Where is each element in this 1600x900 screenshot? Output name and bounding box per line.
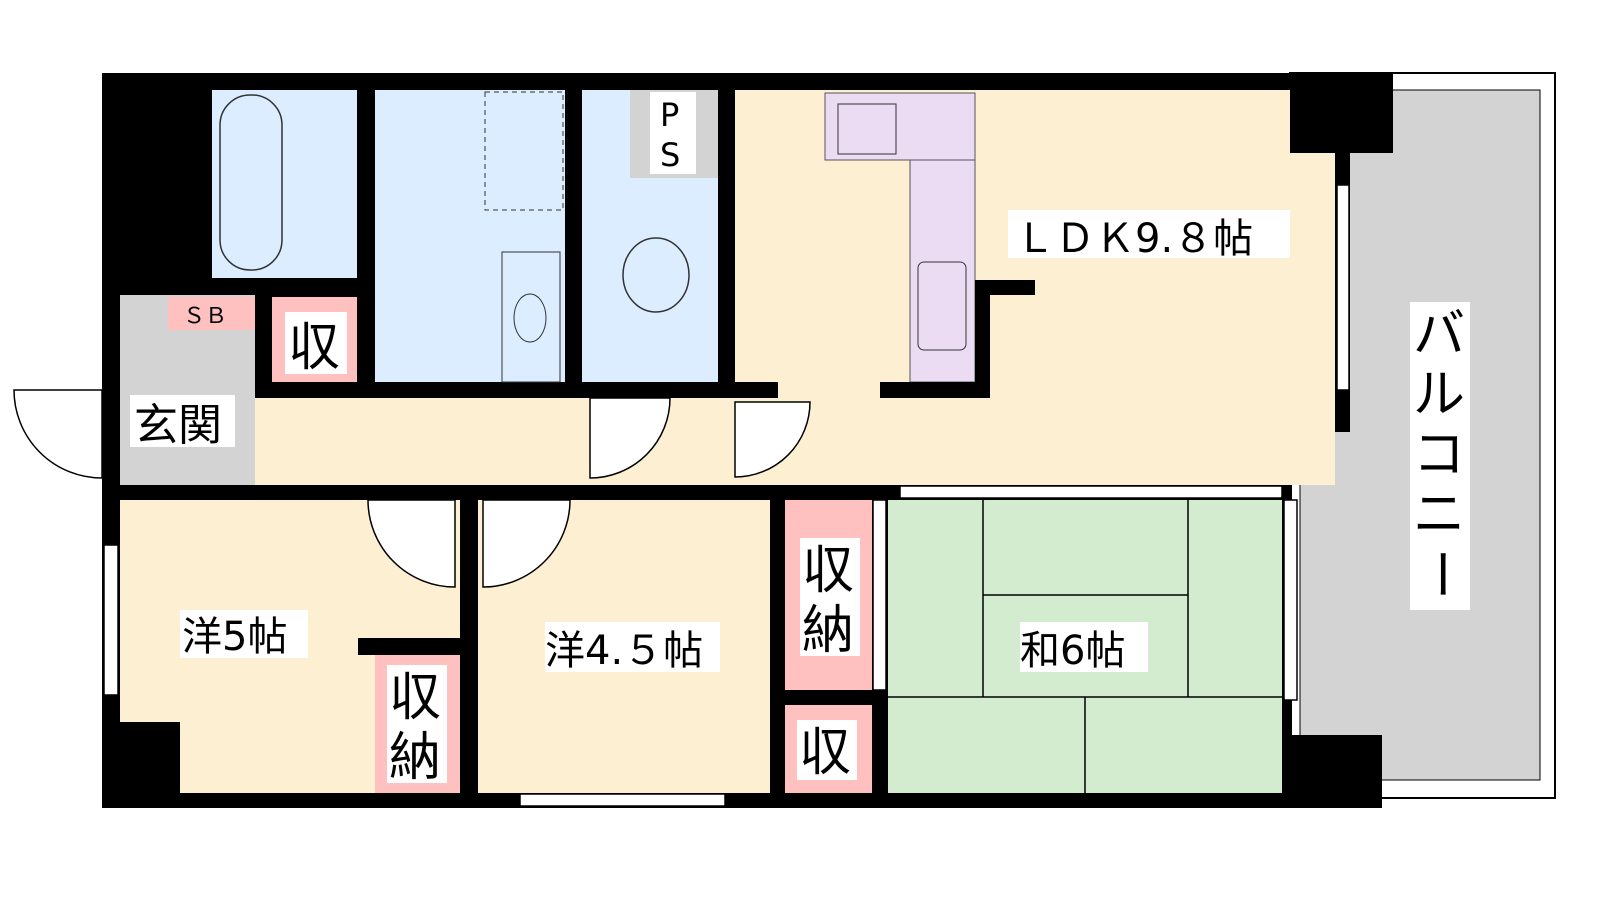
- ps-label-s: S: [660, 136, 680, 174]
- toilet-icon: [622, 237, 690, 313]
- shoe-box: [168, 297, 255, 330]
- washer-space: [484, 91, 564, 211]
- ps-label-p: P: [660, 96, 679, 134]
- kitchen-counter-side: [909, 159, 976, 383]
- basin-icon: [513, 293, 547, 343]
- stove: [837, 103, 897, 155]
- closet-1-label-a: 収: [389, 668, 441, 728]
- western-5-label: 洋5帖: [182, 614, 287, 660]
- closet-2-label-b: 納: [802, 601, 854, 661]
- genkan-label: 玄関: [134, 400, 222, 451]
- closet-1-label-b: 納: [389, 728, 441, 788]
- shoe-box-label: ＳＢ: [183, 304, 227, 329]
- sink: [917, 261, 967, 351]
- balcony-label-4: ニ: [1413, 485, 1465, 545]
- balcony-label-3: コ: [1413, 425, 1465, 485]
- ldk-lower: [735, 382, 1335, 485]
- windows: [103, 184, 1350, 807]
- japanese-6-label: 和6帖: [1020, 628, 1125, 674]
- closet-3-label: 収: [799, 723, 851, 783]
- washroom: [375, 90, 565, 382]
- western-45-label: 洋4.５帖: [545, 628, 703, 674]
- balcony-label-1: バ: [1413, 305, 1465, 365]
- balcony-label-5: ー: [1410, 548, 1470, 600]
- ldk-label: ＬＤＫ9.８帖: [1015, 216, 1253, 262]
- closet-2-label-a: 収: [802, 541, 854, 601]
- bathroom: [212, 90, 357, 278]
- bathtub-icon: [219, 94, 283, 271]
- tatami-lines: [888, 500, 1282, 793]
- storage-label: 収: [288, 318, 340, 378]
- balcony-label-2: ル: [1413, 365, 1465, 425]
- doors: [13, 389, 811, 588]
- kitchen-counter: [824, 92, 976, 161]
